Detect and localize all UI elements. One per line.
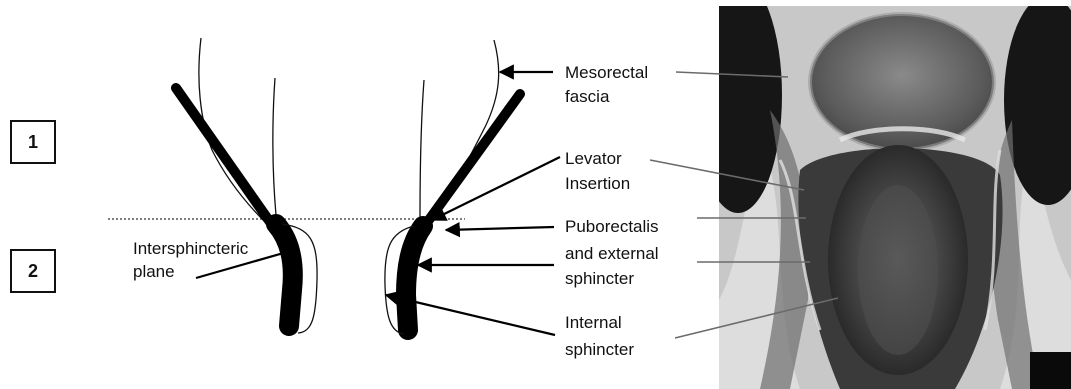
puborectalis-arrow-1 [446, 227, 554, 230]
puborectalis-label-line-1: Puborectalis [565, 217, 659, 236]
intersphincteric-plane-label: Intersphincteric plane [133, 239, 294, 281]
zone-box-2: 2 [11, 250, 55, 292]
levator-label-line-1: Levator [565, 149, 622, 168]
puborectalis-label: Puborectalis and external sphincter [418, 217, 659, 288]
mesorectal-label-line-2: fascia [565, 87, 610, 106]
internal-sphincter-line-2: sphincter [565, 340, 634, 359]
left-sphincter-complex [276, 224, 293, 326]
right-rectal-wall-line [420, 80, 424, 218]
mesorectal-fascia-label: Mesorectal fascia [500, 63, 648, 106]
intersphincteric-label-line-1: Intersphincteric [133, 239, 249, 258]
intersphincteric-label-line-2: plane [133, 262, 175, 281]
levator-insertion-label: Levator Insertion [432, 149, 630, 220]
zone-box-1: 1 [11, 121, 55, 163]
mri-image-panel [650, 0, 1071, 389]
right-levator-muscle [426, 94, 520, 224]
mesorectal-label-line-1: Mesorectal [565, 63, 648, 82]
left-rectal-wall-line [273, 78, 276, 215]
internal-sphincter-line-1: Internal [565, 313, 622, 332]
zone-box-2-number: 2 [28, 261, 38, 281]
internal-sphincter-label: Internal sphincter [386, 295, 634, 359]
left-wall-schematic [176, 38, 317, 333]
right-sphincter-complex [406, 226, 423, 330]
left-levator-muscle [176, 88, 270, 222]
puborectalis-label-line-3: sphincter [565, 269, 634, 288]
levator-label-line-2: Insertion [565, 174, 630, 193]
zone-box-1-number: 1 [28, 132, 38, 152]
puborectalis-label-line-2: and external [565, 244, 659, 263]
